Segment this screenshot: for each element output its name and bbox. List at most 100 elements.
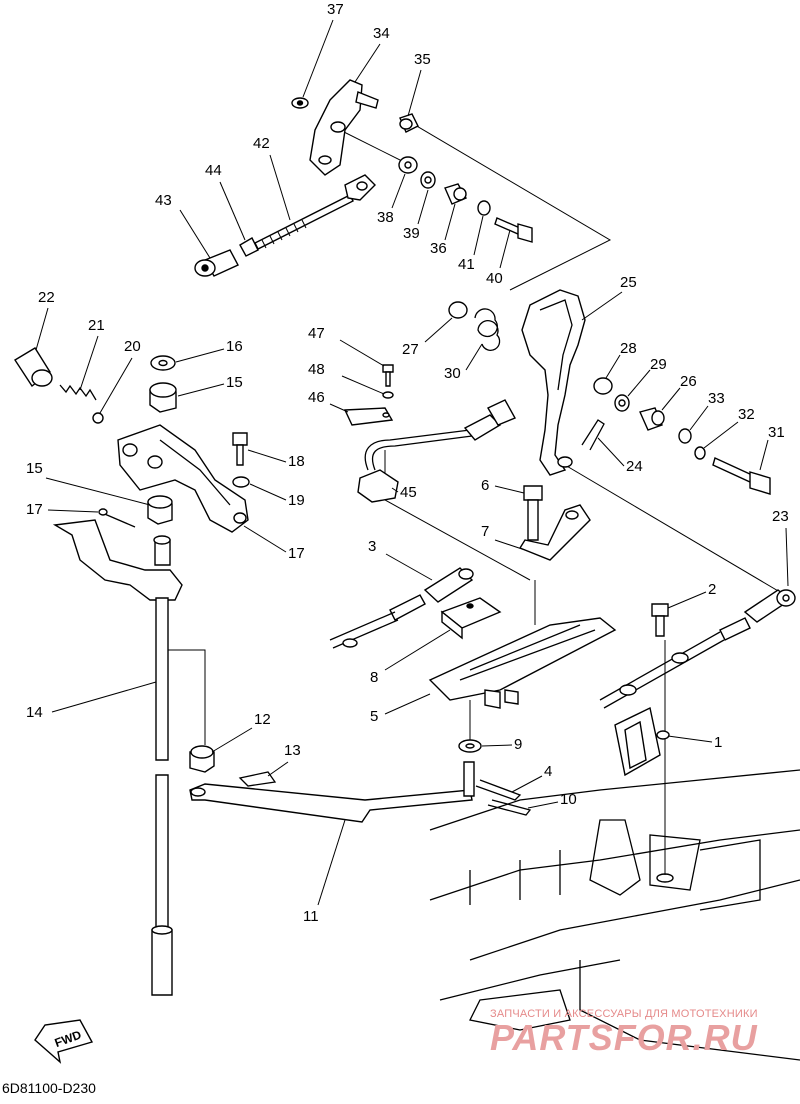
callout-39: 38	[377, 209, 394, 226]
part-45-nut	[239, 237, 259, 257]
part-7-bracket	[518, 504, 591, 561]
callout-7: 7	[481, 523, 489, 540]
part-6-bolt	[523, 485, 543, 541]
callout-30: 29	[650, 356, 667, 373]
callout-32: 31	[768, 424, 785, 441]
part-20-washer	[232, 476, 250, 488]
part-39-washer	[398, 156, 418, 174]
part-46-switch	[357, 399, 516, 503]
callout-43: 42	[253, 135, 270, 152]
callout-6: 6	[481, 477, 489, 494]
callout-41: 40	[486, 270, 503, 287]
part-21-ball	[92, 412, 104, 424]
callout-18: 17	[288, 545, 305, 562]
callout-25: 24	[626, 458, 643, 475]
part-13-clip	[238, 771, 277, 787]
callout-49: 48	[308, 361, 325, 378]
part-18-bracket	[117, 424, 249, 533]
callout-11: 11	[303, 908, 319, 925]
part-26-lever	[521, 289, 586, 476]
part-36-bushing	[399, 113, 419, 133]
fwd-arrow-icon: FWD	[34, 1019, 94, 1064]
callout-35: 34	[373, 25, 390, 42]
callout-28: 27	[402, 341, 419, 358]
part-27-collar	[639, 407, 665, 431]
callout-37: 36	[430, 240, 447, 257]
callout-42: 41	[458, 256, 475, 273]
callout-13: 13	[284, 742, 301, 759]
part-14-shift-rod	[151, 597, 173, 996]
callout-34: 33	[708, 390, 725, 407]
part-shift-lever-plate	[52, 519, 183, 601]
part-5-guide	[428, 617, 617, 709]
part-37-collar	[444, 183, 467, 205]
part-25-clip	[581, 419, 605, 451]
callout-9: 9	[514, 736, 522, 753]
part-9-washer	[458, 739, 482, 753]
callout-12: 12	[254, 711, 271, 728]
callout-47: 46	[308, 389, 325, 406]
callout-45: 44	[205, 162, 222, 179]
guide-lines	[165, 124, 786, 875]
part-15-bushing-upper	[149, 382, 177, 413]
callout-16: 16	[226, 338, 243, 355]
callout-27: 26	[680, 373, 697, 390]
callouts: 37 34 35 42 44 43 38 39 36 41 40 25 22 2…	[26, 1, 789, 925]
callout-40: 39	[403, 225, 420, 242]
part-15-bushing-lower	[147, 495, 173, 525]
part-28-washer	[448, 301, 468, 319]
part-12-collar	[189, 745, 215, 773]
part-31-spring	[474, 308, 501, 351]
part-23-cap	[14, 347, 53, 388]
part-42-washer	[477, 200, 491, 216]
callout-10: 10	[560, 791, 577, 808]
callout-48: 47	[308, 325, 325, 342]
callout-14: 14	[26, 704, 43, 721]
callout-1: 1	[714, 734, 722, 751]
callout-3: 3	[368, 538, 376, 555]
watermark: ЗАПЧАСТИ И АКСЕССУАРЫ ДЛЯ МОТОТЕХНИКИ PA…	[490, 1008, 758, 1058]
callout-8: 8	[370, 669, 378, 686]
part-2-bolt	[651, 603, 669, 637]
throttle-cable-right	[599, 617, 751, 709]
part-19-bolt	[232, 432, 248, 466]
callout-24: 23	[772, 508, 789, 525]
callout-21: 20	[124, 338, 141, 355]
part-4-clip	[475, 779, 522, 801]
part-11-shift-link	[189, 761, 475, 823]
callout-44: 43	[155, 192, 172, 209]
part-49-washer	[382, 391, 394, 399]
part-24-cable-end	[743, 589, 796, 623]
diagram-code: 6D81100-D230	[2, 1080, 96, 1096]
callout-2: 2	[708, 581, 716, 598]
part-16-washer	[150, 355, 176, 371]
part-34-washer	[678, 428, 692, 444]
part-29-washer	[593, 377, 613, 395]
part-48-screw	[382, 364, 394, 387]
callout-46: 45	[400, 484, 417, 501]
part-40-nut	[420, 171, 436, 189]
callout-31: 30	[444, 365, 461, 382]
part-33-washer	[694, 446, 706, 460]
part-1-bracket	[614, 706, 670, 777]
part-10-clip	[487, 799, 532, 816]
part-35-lever-arm	[309, 79, 379, 176]
callout-22: 21	[88, 317, 105, 334]
part-44-ball-joint	[194, 249, 239, 277]
callout-17: 17	[26, 501, 43, 518]
callout-33: 32	[738, 406, 755, 423]
callout-4: 4	[544, 763, 552, 780]
part-3-joint	[423, 567, 474, 603]
part-30-nut	[614, 394, 630, 412]
part-22-spring	[59, 384, 97, 401]
watermark-logo: PARTSFOR.RU	[490, 1017, 758, 1058]
part-38-washer	[291, 97, 309, 109]
callout-20: 19	[288, 492, 305, 509]
callout-26: 25	[620, 274, 637, 291]
part-41-bolt	[494, 217, 533, 243]
part-32-bolt	[712, 457, 771, 495]
callout-15-upper: 15	[226, 374, 243, 391]
callout-23: 22	[38, 289, 55, 306]
callout-5: 5	[370, 708, 378, 725]
